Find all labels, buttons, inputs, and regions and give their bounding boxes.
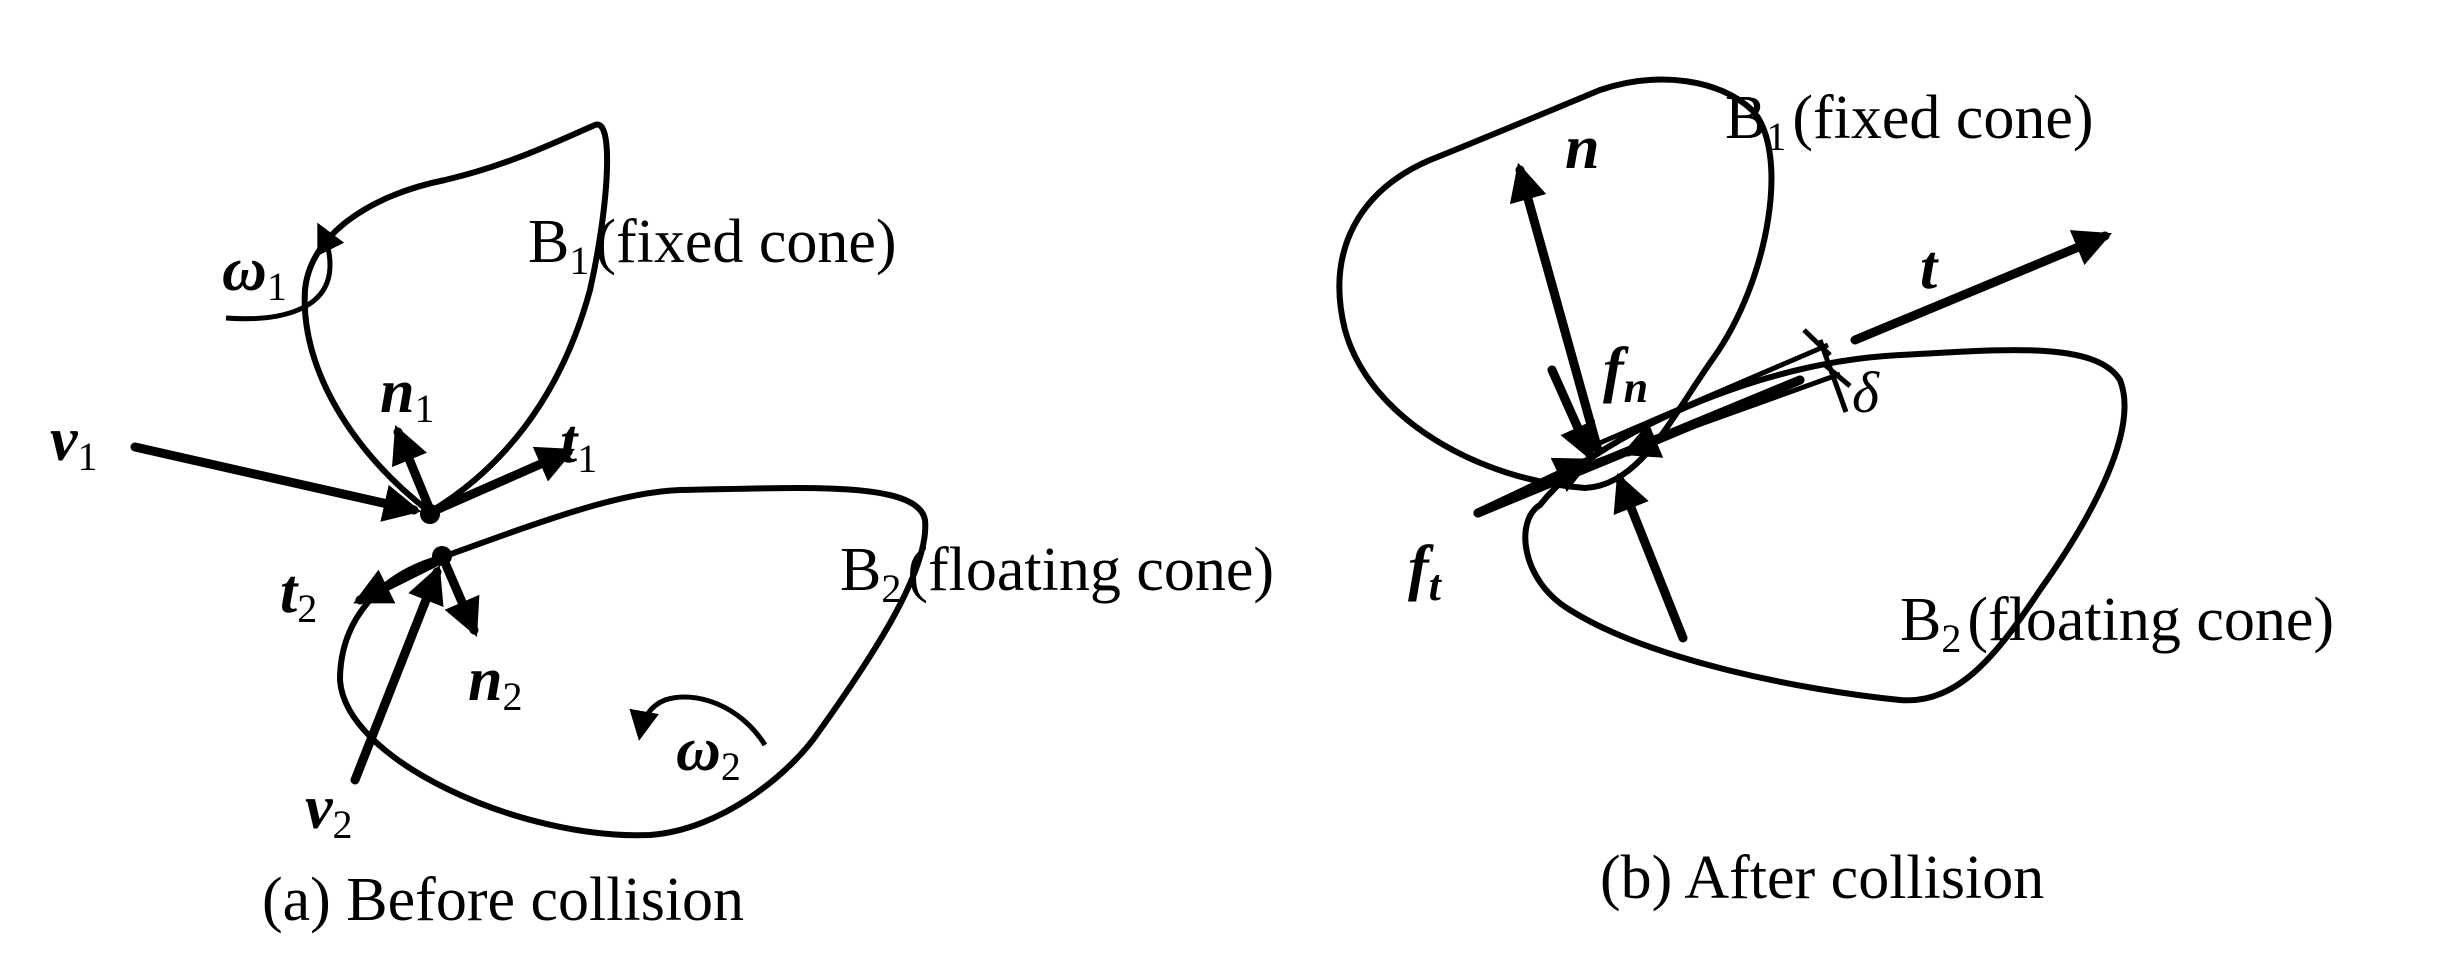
n-label: n <box>1565 114 1599 182</box>
caption-b: (b) After collision <box>1600 844 2044 912</box>
ft-label: ft <box>1408 534 1443 610</box>
b2-label: B2(floating cone) <box>840 536 1274 611</box>
t2-arrow <box>353 555 445 605</box>
omega2-label: ω2 <box>676 716 741 789</box>
v1-label: v1 <box>50 406 98 479</box>
n-arrow <box>1509 162 1603 455</box>
v2-arrow <box>350 564 444 785</box>
delta-dimension <box>1817 339 1849 413</box>
body-b2-outline <box>337 485 929 839</box>
v2-label: v2 <box>305 774 353 847</box>
v1-arrow <box>130 442 422 522</box>
t-label: t <box>1920 234 1939 302</box>
body-b1-outline-b <box>1336 76 1775 491</box>
b2-label-b: B2(floating cone) <box>1900 586 2334 661</box>
t2-label: t2 <box>280 558 317 631</box>
t1-label: t1 <box>560 408 597 481</box>
panel-b: B1(fixed cone) B2(floating cone) n t fn … <box>1336 76 2334 912</box>
fn-arrow <box>1547 365 1595 462</box>
t-arrow <box>1850 230 2112 345</box>
n2-label: n2 <box>468 646 522 719</box>
b1-label-b: B1(fixed cone) <box>1725 84 2094 159</box>
ft-arrow <box>1473 457 1593 518</box>
n1-label: n1 <box>380 358 434 431</box>
omega1-rotation-arrow <box>225 222 345 322</box>
reaction-normal-arrow <box>1613 472 1688 643</box>
omega2-rotation-arrow <box>629 694 768 747</box>
panel-a: B1(fixed cone) B2(floating cone) ω1 ω2 v… <box>50 121 1274 934</box>
t1-arrow <box>431 446 575 515</box>
delta-label: δ <box>1852 360 1880 425</box>
b1-label: B1(fixed cone) <box>528 208 897 283</box>
reaction-tangent-arrow <box>1621 375 1805 458</box>
fn-label: fn <box>1603 336 1648 412</box>
n2-arrow <box>441 560 480 637</box>
caption-a: (a) Before collision <box>262 866 744 934</box>
omega1-label: ω1 <box>222 236 287 309</box>
body-b1-outline <box>301 121 611 515</box>
n1-arrow <box>392 425 433 510</box>
